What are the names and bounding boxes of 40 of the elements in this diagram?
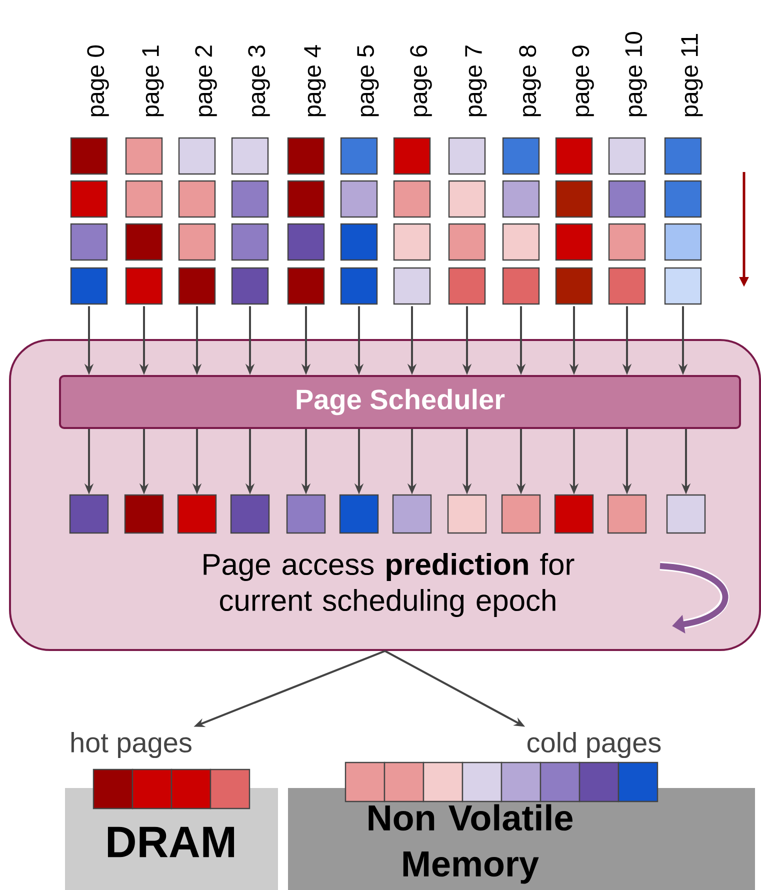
page-label: page 7 bbox=[465, 46, 487, 116]
page-square bbox=[230, 494, 270, 534]
page-column bbox=[393, 137, 431, 305]
page-label: page 9 bbox=[572, 46, 594, 116]
page-square bbox=[286, 494, 326, 534]
page-column bbox=[448, 137, 486, 305]
page-label: page 1 bbox=[142, 46, 164, 116]
page-column bbox=[608, 137, 646, 305]
page-label: page 10 bbox=[625, 32, 647, 116]
page-column bbox=[340, 137, 378, 305]
page-label: page 11 bbox=[681, 34, 703, 116]
page-square bbox=[666, 494, 706, 534]
page-label: page 4 bbox=[304, 45, 326, 116]
page-label: page 5 bbox=[357, 45, 379, 116]
page-square bbox=[69, 494, 109, 534]
page-label: page 0 bbox=[87, 45, 109, 116]
page-label: page 6 bbox=[410, 45, 432, 116]
page-label: page 8 bbox=[519, 45, 541, 116]
page-column bbox=[555, 137, 593, 305]
page-column bbox=[178, 137, 216, 305]
page-square bbox=[339, 494, 379, 534]
page-square bbox=[177, 494, 217, 534]
page-label: page 3 bbox=[248, 45, 270, 116]
page-column bbox=[231, 137, 269, 305]
page-column bbox=[125, 137, 163, 305]
page-column bbox=[502, 137, 540, 305]
page-column bbox=[287, 137, 325, 305]
page-label: page 2 bbox=[195, 46, 217, 116]
page-square bbox=[124, 494, 164, 534]
scheduler-bar: Page Scheduler bbox=[59, 375, 741, 429]
page-square bbox=[447, 494, 487, 534]
page-square bbox=[501, 494, 541, 534]
page-column bbox=[664, 137, 702, 305]
tier-label: hot pages bbox=[71, 732, 192, 758]
tier-label: cold pages bbox=[527, 732, 661, 758]
page-square bbox=[607, 494, 647, 534]
memory-block: Non Volatile Memory bbox=[288, 788, 755, 890]
page-square bbox=[392, 494, 432, 534]
page-square bbox=[554, 494, 594, 534]
page-column bbox=[70, 137, 108, 305]
